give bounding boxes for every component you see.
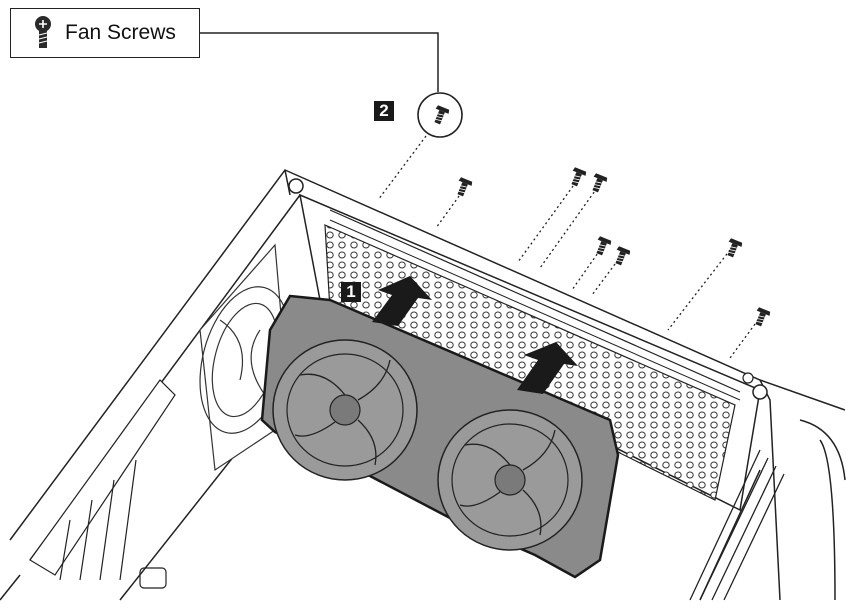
legend-label: Fan Screws	[65, 21, 176, 44]
expansion-slots	[29, 379, 176, 581]
screw-callout	[417, 92, 463, 138]
screw-icon	[611, 245, 632, 268]
legend-leader-line	[200, 32, 439, 92]
lift-arrows	[372, 276, 578, 394]
screw-icon	[35, 16, 51, 48]
step-1-badge: 1	[341, 282, 361, 302]
top-panel	[288, 178, 768, 512]
power-symbol-icon	[139, 567, 167, 589]
dual-fan-radiator	[260, 294, 620, 579]
fan-screws-legend: Fan Screws	[10, 8, 200, 58]
screw-icon	[723, 237, 744, 260]
screw-icon	[567, 166, 588, 189]
screw-icon	[453, 176, 474, 199]
step-2-badge: 2	[374, 101, 394, 121]
screw-guides	[377, 127, 759, 359]
screw-icon	[588, 172, 609, 195]
screw-icon	[592, 235, 613, 258]
front-vent	[689, 449, 785, 601]
